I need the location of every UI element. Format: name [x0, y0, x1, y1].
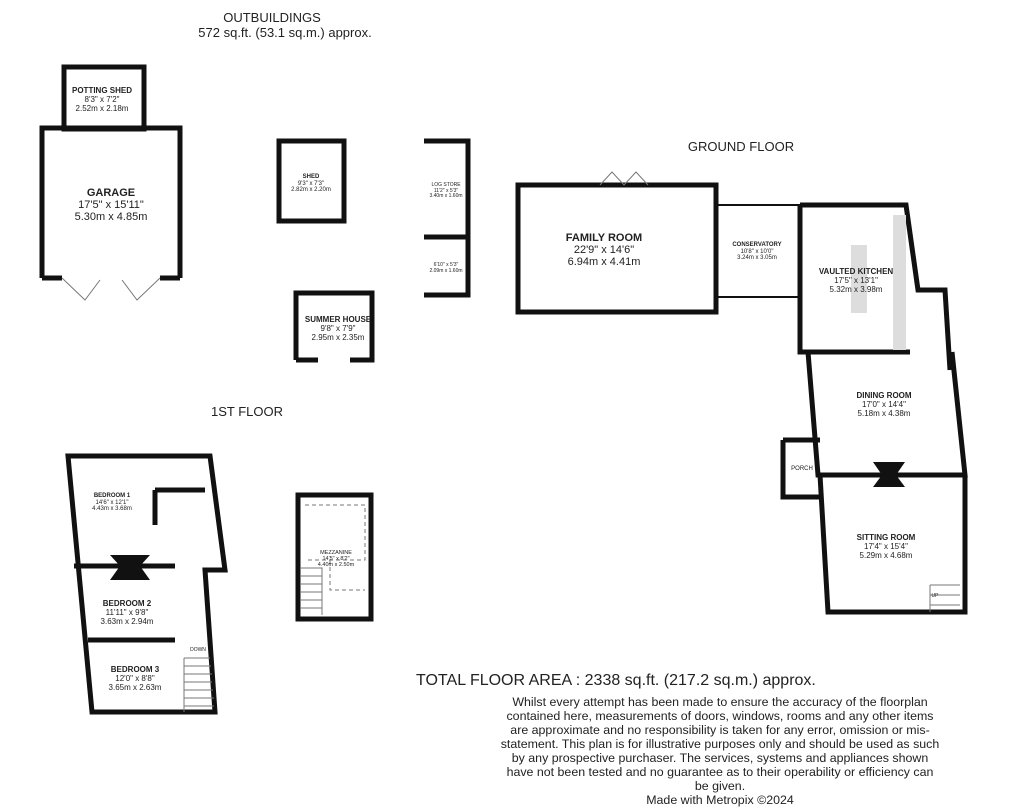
family-room-walls	[515, 182, 719, 315]
mezzanine-stairs	[300, 567, 323, 615]
fireplace-dining	[873, 462, 905, 487]
family-room-doors	[599, 171, 649, 186]
kitchen-island	[851, 245, 867, 313]
porch-walls	[780, 437, 820, 500]
summer-house-walls	[293, 290, 375, 363]
first-floor-walls	[65, 453, 228, 715]
stairs-up-label: UP	[931, 593, 939, 599]
mezzanine-walls	[295, 492, 374, 622]
kitchen-walls	[797, 202, 953, 371]
outbuildings-area: 572 sq.ft. (53.1 sq.m.) approx.	[198, 25, 372, 40]
made-with: Made with Metropix ©2024	[646, 793, 794, 807]
garage-walls	[39, 125, 183, 281]
footer-notes: Whilst every attempt has been made to en…	[500, 695, 940, 807]
conservatory-walls	[716, 204, 800, 298]
garage-doors	[61, 277, 161, 301]
first-floor-stairs	[183, 657, 214, 712]
disclaimer: Whilst every attempt has been made to en…	[500, 695, 940, 793]
stairs-down-label: DOWN	[190, 647, 206, 653]
room-porch: PORCH	[791, 466, 813, 472]
fireplace-first-floor	[110, 555, 150, 580]
sitting-room-walls	[817, 474, 968, 615]
sitting-room-stairs	[929, 584, 960, 612]
log-store-walls	[424, 138, 471, 298]
ground-floor-title: GROUND FLOOR	[687, 139, 795, 154]
first-floor-title: 1ST FLOOR	[210, 404, 284, 419]
room-store: 6'10" x 5'3"2.09m x 1.60m	[429, 262, 463, 274]
kitchen-worktop	[893, 215, 906, 350]
total-floor-area: TOTAL FLOOR AREA : 2338 sq.ft. (217.2 sq…	[416, 672, 816, 689]
mezzanine-dashed	[305, 504, 366, 591]
outbuildings-title: OUTBUILDINGS	[223, 10, 321, 25]
shed-walls	[276, 138, 347, 224]
